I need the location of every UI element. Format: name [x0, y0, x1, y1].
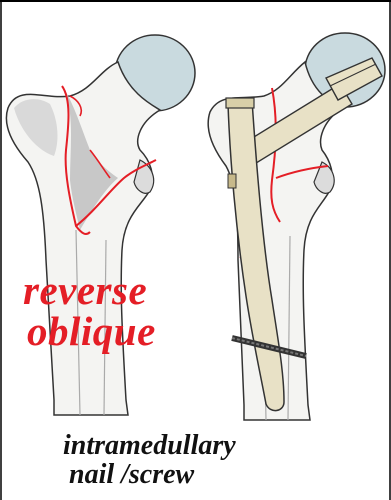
- nail-set-screw: [228, 174, 236, 188]
- nail-end-cap: [226, 98, 254, 108]
- fracture-type-label-line2: oblique: [27, 311, 156, 352]
- fracture-type-label-line1: reverse: [23, 270, 147, 311]
- right-femur: [208, 33, 385, 420]
- left-femur: [6, 35, 195, 415]
- fixation-label-line1: intramedullary: [63, 432, 236, 460]
- fixation-label-line2: nail /screw: [69, 461, 194, 489]
